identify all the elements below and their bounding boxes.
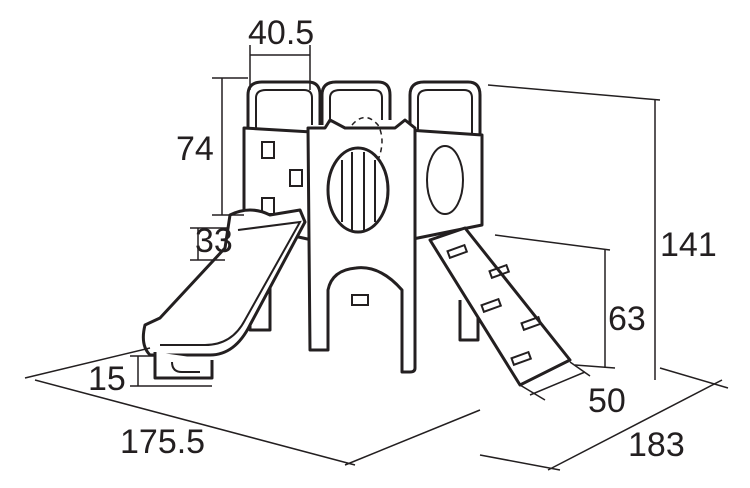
dimension-ramp-height: 63 <box>608 300 646 338</box>
dimension-length: 175.5 <box>120 423 205 461</box>
dimension-panel-height: 74 <box>176 130 214 168</box>
dimension-slide-height: 33 <box>195 222 233 260</box>
slide <box>141 208 307 380</box>
front-tower <box>306 116 417 374</box>
dimension-lines <box>24 45 729 471</box>
back-arches <box>246 80 482 135</box>
dimension-top-width: 40.5 <box>248 14 314 52</box>
dimension-depth: 183 <box>628 426 685 464</box>
climbing-ramp <box>428 226 572 387</box>
dimension-slide-end-height: 15 <box>88 360 126 398</box>
dimension-ramp-width: 50 <box>588 382 626 420</box>
dimension-total-height: 141 <box>660 226 717 264</box>
